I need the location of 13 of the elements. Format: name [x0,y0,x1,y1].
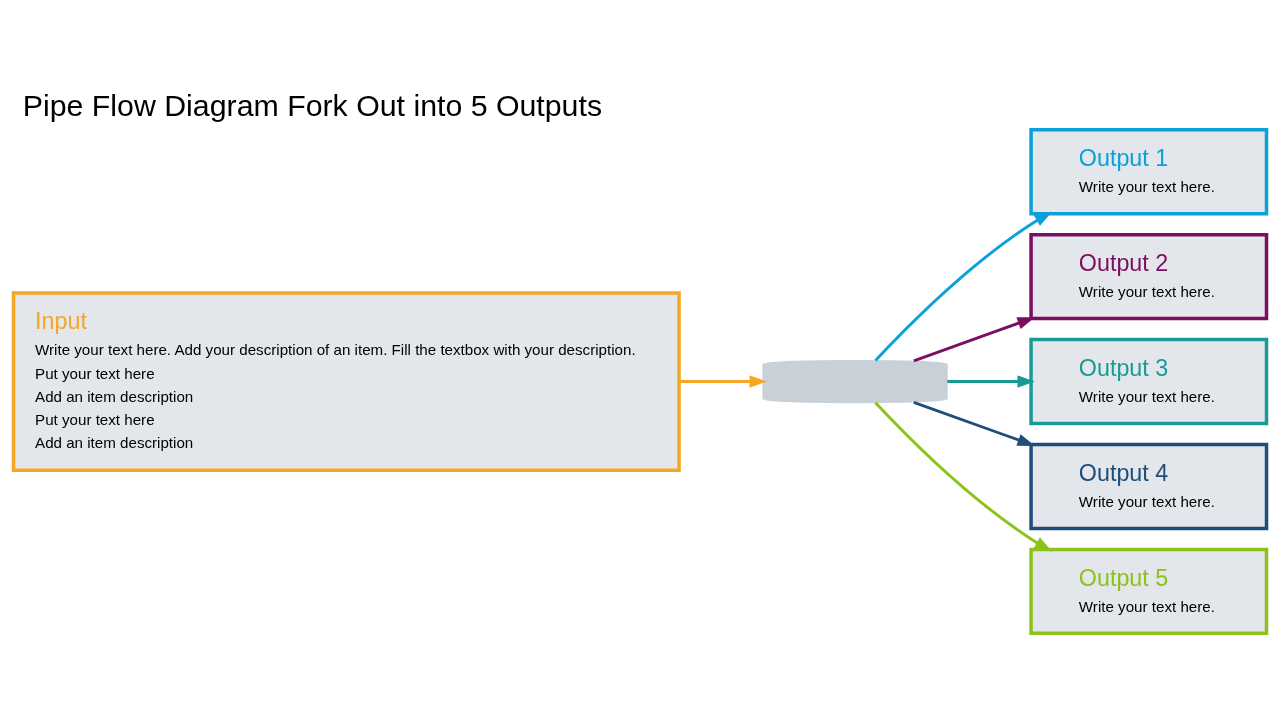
arrow [874,401,1053,552]
diagram-title: Pipe Flow Diagram Fork Out into 5 Outputs [22,88,603,122]
node-box: Output 2 Write your text here. [1029,232,1269,321]
arrow [913,317,1035,363]
arrow [913,400,1035,446]
node-box: Output 1 Write your text here. [1029,128,1269,216]
node-box: Input Write your text here. Add your description of an item. Fill the textbox with your description. Put your text here Add an item description Put your text here Add an item description [11,291,681,472]
arrow [874,211,1053,362]
node-box: Output 3 Write your text here. [1029,337,1269,426]
arrow [679,375,767,388]
node-box: Output 4 Write your text here. [1029,442,1269,531]
node-box: Output 5 Write your text here. [1029,547,1269,636]
arrow [947,375,1035,388]
